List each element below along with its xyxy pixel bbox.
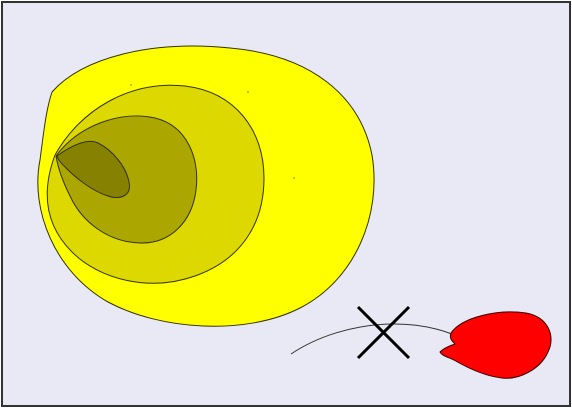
speck xyxy=(130,84,131,85)
speck xyxy=(293,177,294,178)
nested-regions xyxy=(38,46,374,326)
speck xyxy=(247,91,248,92)
